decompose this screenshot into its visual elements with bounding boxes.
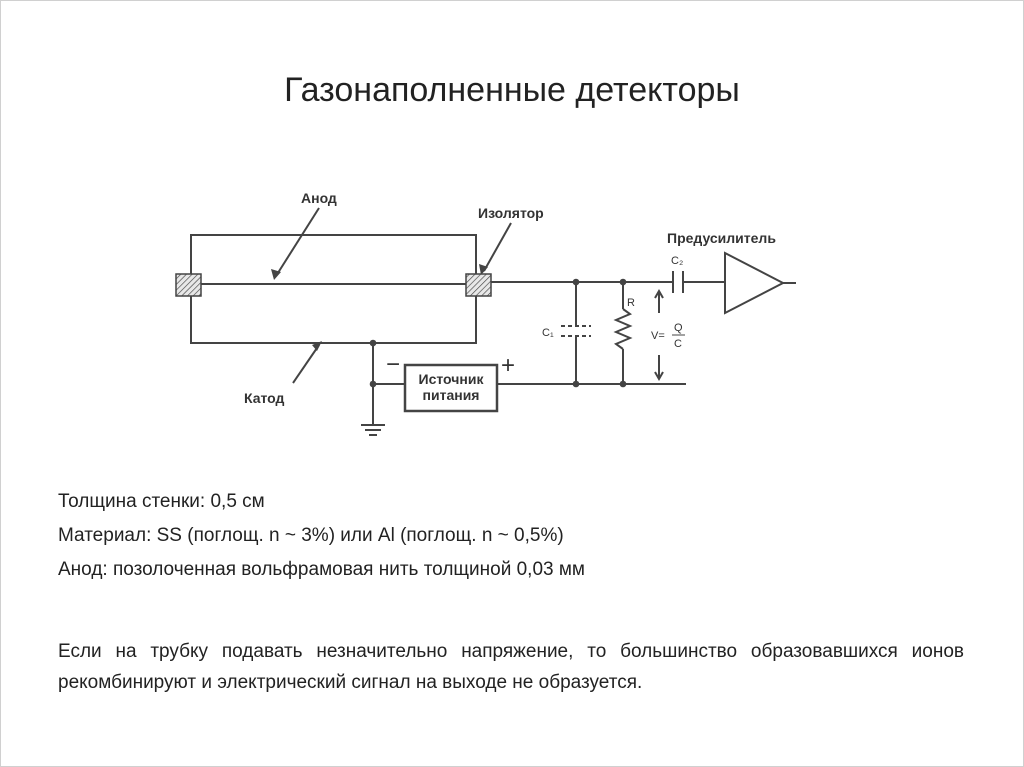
v-equals-label: V=: [651, 330, 665, 342]
c2-label: C₂: [671, 255, 683, 267]
resistor-r: [613, 308, 633, 350]
fact-material: Материал: SS (поглощ. n ~ 3%) или Al (по…: [58, 525, 564, 546]
insulator-label: Изолятор: [478, 205, 544, 221]
anode-label: Анод: [301, 190, 337, 206]
detector-circuit-diagram: Анод Изолятор Катод Предусилитель Источн…: [175, 190, 796, 436]
detector-tube: [190, 234, 477, 344]
fact-wall-thickness: Толщина стенки: 0,5 см: [58, 491, 265, 512]
c1-label: C₁: [542, 327, 554, 339]
fact-anode: Анод: позолоченная вольфрамовая нить тол…: [58, 559, 585, 580]
power-source-label-line1: Источник: [419, 371, 485, 387]
preamp-label: Предусилитель: [667, 230, 776, 246]
r-label: R: [627, 297, 635, 309]
preamp-triangle: [724, 251, 786, 315]
minus-sign: −: [386, 351, 400, 378]
insulator-left: [175, 273, 202, 297]
q-label: Q: [674, 322, 683, 334]
power-source-box: [403, 363, 499, 413]
c-label: C: [674, 338, 682, 350]
insulator-right: [465, 273, 492, 297]
slide-title: Газонаполненные детекторы: [284, 71, 740, 109]
cathode-label: Катод: [244, 390, 285, 406]
description-paragraph: Если на трубку подавать незначительно на…: [58, 641, 964, 693]
plus-sign: +: [501, 352, 515, 379]
power-source-label-line2: питания: [423, 387, 480, 403]
facts-list: Толщина стенки: 0,5 см Материал: SS (пог…: [58, 489, 968, 591]
